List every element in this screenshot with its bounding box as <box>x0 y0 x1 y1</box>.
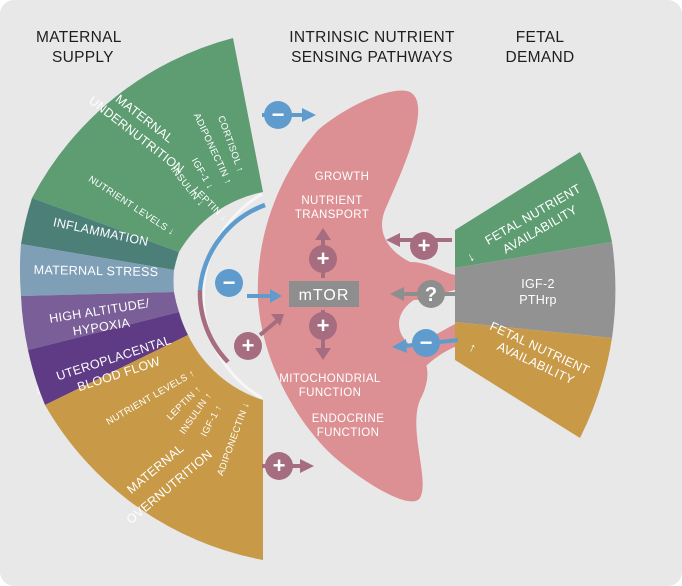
plus-badge-down <box>309 312 337 340</box>
plus-icon: + <box>273 453 286 478</box>
svg-text:NUTRIENT: NUTRIENT <box>301 195 362 207</box>
negative-arc <box>197 202 266 291</box>
inner-ring-divider <box>201 192 263 400</box>
svg-text:MATERNAL: MATERNAL <box>36 29 122 46</box>
outputs-top: GROWTH NUTRIENT TRANSPORT <box>295 171 370 221</box>
sector-maternal-undernutrition <box>32 38 263 252</box>
svg-text:MITOCHONDRIAL: MITOCHONDRIAL <box>279 373 381 385</box>
sector-high-altitude-hypoxia <box>21 292 179 350</box>
label-maternal-stress: MATERNAL STRESS <box>34 263 159 279</box>
svg-text:ENDOCRINE: ENDOCRINE <box>312 413 385 425</box>
sector-igf2-pthrp <box>455 242 616 338</box>
svg-text:FUNCTION: FUNCTION <box>317 427 380 439</box>
up-arrow-head-icon <box>315 228 331 240</box>
mtor-label: mTOR <box>299 287 350 304</box>
minus-icon: − <box>420 330 433 355</box>
down-arrow-icon: ↓ <box>33 383 44 398</box>
question-arrow-head-icon <box>390 287 404 301</box>
svg-text:SUPPLY: SUPPLY <box>52 49 114 66</box>
plus-badge-right <box>410 232 438 260</box>
bottom-positive-arrow-head-icon <box>300 459 314 473</box>
right-negative-arrow-head-icon <box>392 339 407 353</box>
right-positive-arrow-head-icon <box>386 233 400 247</box>
positive-arc <box>197 289 230 364</box>
sector-uteroplacental-blood-flow <box>28 312 188 405</box>
header-maternal-supply: MATERNAL SUPPLY <box>36 29 122 66</box>
plus-badge-bottom <box>265 452 293 480</box>
positive-arrow-head-icon <box>271 314 284 326</box>
svg-text:IGF-2: IGF-2 <box>521 277 554 291</box>
minus-badge-right <box>412 329 440 357</box>
minus-icon: − <box>272 102 285 127</box>
plus-badge-left <box>234 332 262 360</box>
up-arrow-icon: ↑ <box>467 340 479 355</box>
minus-badge-left <box>215 269 243 297</box>
sector-inflammation <box>21 198 179 270</box>
question-mark-icon: ? <box>425 284 437 306</box>
minus-badge-top <box>264 101 292 129</box>
svg-text:INTRINSIC NUTRIENT: INTRINSIC NUTRIENT <box>289 29 455 46</box>
plus-icon: + <box>242 333 255 358</box>
positive-arrow-shaft-left <box>258 318 280 337</box>
plus-badge-up <box>309 245 337 273</box>
svg-text:FUNCTION: FUNCTION <box>299 387 362 399</box>
label-igf2-pthrp: IGF-2 PTHrp <box>519 277 557 307</box>
plus-icon: + <box>317 313 330 338</box>
sector-fetal-nutrient-low <box>455 152 612 268</box>
svg-text:PTHrp: PTHrp <box>519 293 557 307</box>
minus-icon: − <box>223 270 236 295</box>
plus-icon: + <box>418 233 431 258</box>
svg-text:SENSING PATHWAYS: SENSING PATHWAYS <box>291 49 453 66</box>
header-intrinsic-pathways: INTRINSIC NUTRIENT SENSING PATHWAYS <box>289 29 455 66</box>
svg-text:FETAL: FETAL <box>516 29 565 46</box>
svg-text:DEMAND: DEMAND <box>506 49 575 66</box>
down-arrow-head-icon <box>315 348 331 360</box>
sector-maternal-overnutrition <box>45 335 263 560</box>
question-badge <box>417 280 445 308</box>
svg-text:TRANSPORT: TRANSPORT <box>295 209 369 221</box>
svg-text:GROWTH: GROWTH <box>315 171 370 183</box>
sector-fetal-nutrient-high <box>455 322 612 438</box>
mtor-node: mTOR <box>289 281 359 307</box>
header-fetal-demand: FETAL DEMAND <box>506 29 575 66</box>
negative-arrow-head-icon <box>270 289 282 303</box>
outputs-bottom: MITOCHONDRIAL FUNCTION ENDOCRINE FUNCTIO… <box>279 373 384 439</box>
sector-maternal-stress <box>19 244 175 296</box>
plus-icon: + <box>317 246 330 271</box>
top-negative-arrow-head-icon <box>302 108 316 122</box>
